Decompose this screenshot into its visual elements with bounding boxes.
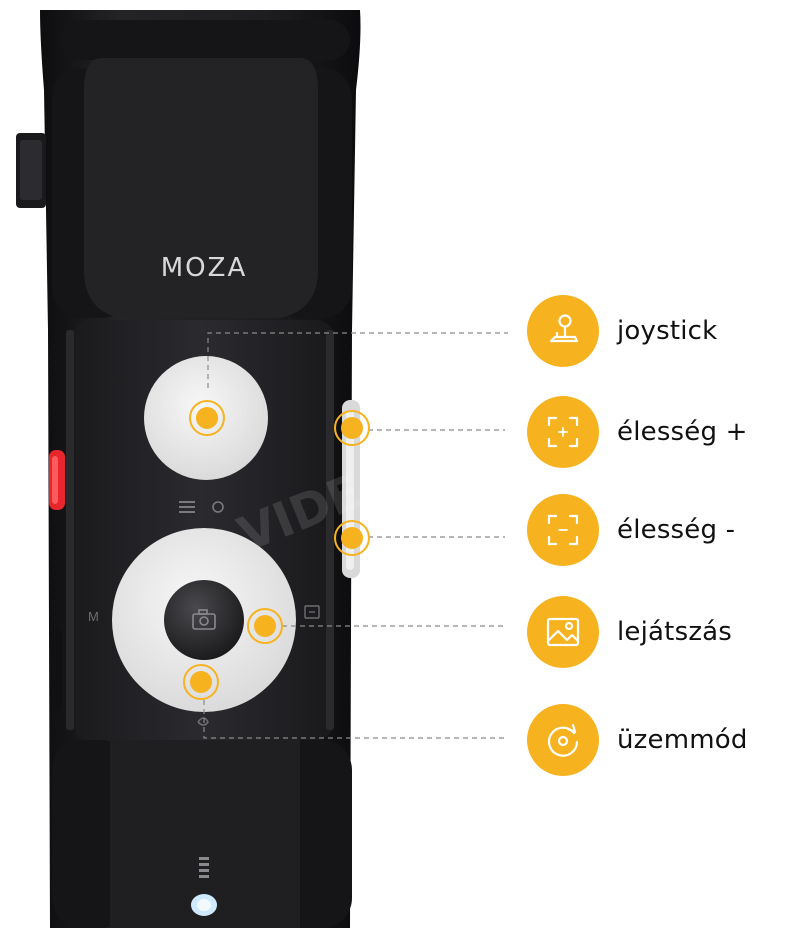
menu-status-icons [179, 501, 224, 513]
shutter-button [164, 580, 244, 660]
handle-top-cap [40, 0, 360, 10]
camera-icon [192, 609, 216, 630]
playback-mark [304, 605, 320, 619]
mode-mark [197, 717, 209, 726]
hotspot-focus-plus [334, 410, 370, 446]
joystick-icon [527, 295, 599, 367]
hotspot-focus-minus [334, 520, 370, 556]
hotspot-joystick [189, 400, 225, 436]
feature-label-focus-minus: élesség - [617, 515, 736, 545]
focus-plus-icon [527, 396, 599, 468]
mode-letter-m: M [88, 609, 99, 624]
leader-lines [203, 332, 508, 739]
feature-row-focus-minus: élesség - [527, 494, 735, 566]
hotspot-playback [247, 608, 283, 644]
feature-label-playback: lejátszás [617, 617, 733, 647]
hotspot-mode [183, 664, 219, 700]
feature-label-joystick: joystick [617, 316, 718, 346]
leader-joystick [207, 332, 508, 388]
feature-row-mode: üzemmód [527, 704, 748, 776]
mode-cycle-icon [527, 704, 599, 776]
playback-image-icon [527, 596, 599, 668]
feature-label-focus-plus: élesség + [617, 417, 748, 447]
feature-row-joystick: joystick [527, 295, 717, 367]
battery-indicator [199, 857, 209, 878]
leader-mode [203, 700, 505, 739]
feature-row-focus-plus: élesség + [527, 396, 748, 468]
feature-label-mode: üzemmód [617, 725, 748, 755]
feature-row-playback: lejátszás [527, 596, 732, 668]
brand-logo: MOZA [161, 253, 248, 283]
focus-minus-icon [527, 494, 599, 566]
logo-plate [84, 58, 318, 318]
